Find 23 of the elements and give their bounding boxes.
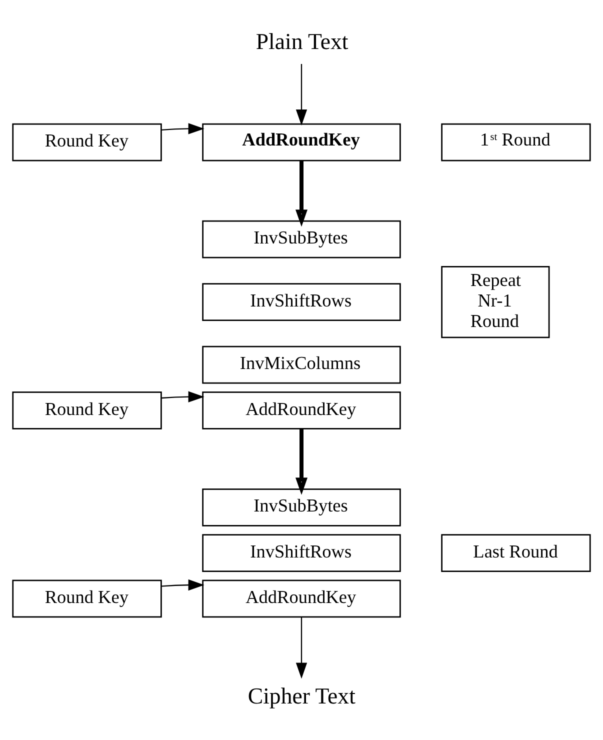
node-box: InvSubBytes [202, 220, 401, 258]
arrow [295, 160, 308, 226]
node-box: Round Key [12, 122, 162, 161]
arrow [162, 122, 204, 134]
node-box: Round Key [12, 391, 162, 429]
arrow [295, 428, 308, 494]
arrow [162, 390, 204, 402]
node-box: Round Key [12, 579, 162, 618]
node-box: AddRoundKey [202, 391, 401, 429]
arrow [296, 63, 308, 125]
node-box: AddRoundKey [202, 579, 401, 618]
arrow [296, 616, 308, 678]
node-box: 1$^{st}$ Round [441, 122, 591, 161]
node-box: Repeat Nr-1 Round [441, 266, 550, 338]
node-box: InvMixColumns [202, 345, 401, 384]
arrow [162, 578, 204, 590]
node-box: AddRoundKey [202, 122, 401, 161]
node-box: Last Round [441, 534, 591, 572]
node-text: Plain Text [256, 28, 348, 54]
node-text: Cipher Text [248, 683, 356, 708]
node-box: InvSubBytes [202, 488, 401, 526]
node-box: InvShiftRows [202, 534, 401, 572]
node-box: InvShiftRows [202, 282, 401, 320]
